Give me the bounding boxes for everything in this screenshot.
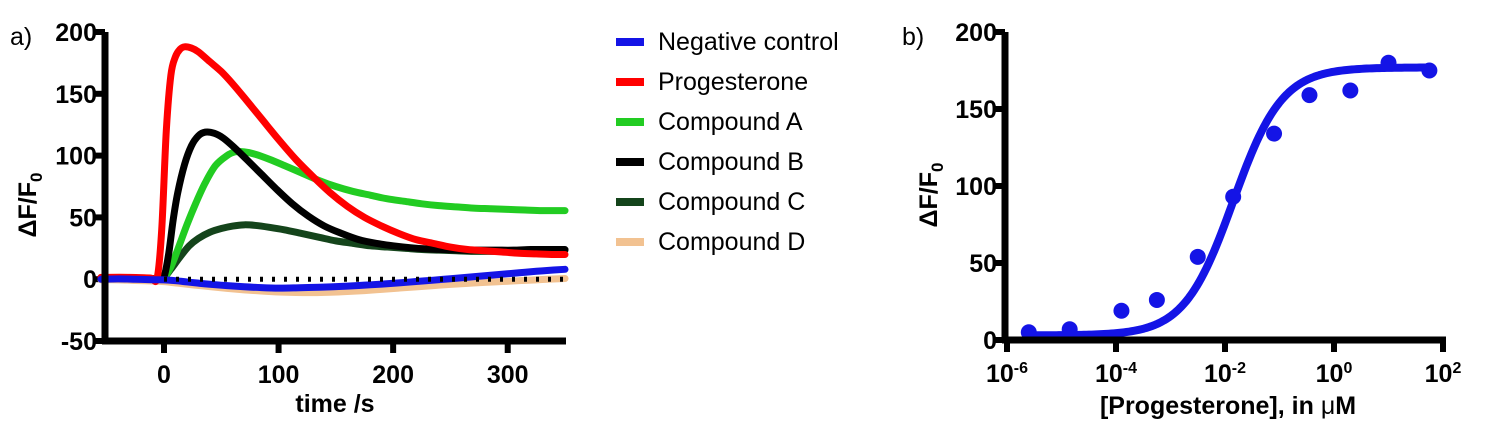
panel-b-xlabel-post: M — [1335, 392, 1356, 420]
legend-label: Compound D — [658, 227, 806, 256]
panel-b-xlabel-mu: μ — [1321, 392, 1335, 420]
panel-a-traces — [97, 43, 569, 297]
panel-a-y-tick-label: 50 — [69, 204, 97, 232]
panel-a-x-tick-label: 100 — [258, 361, 300, 389]
legend-item: Negative control — [616, 22, 900, 62]
legend-item: Compound D — [616, 222, 900, 262]
legend-swatch-icon — [616, 198, 644, 206]
legend-item: Progesterone — [616, 62, 900, 102]
legend-swatch-icon — [616, 38, 644, 46]
legend-label: Compound A — [658, 107, 803, 136]
panel-b-data-point — [1380, 54, 1397, 71]
panel-b-data-point — [1189, 248, 1206, 265]
legend-swatch-icon — [616, 78, 644, 86]
panel-b-data-point — [1061, 321, 1078, 338]
panel-b-x-tick-label: 102 — [1425, 360, 1462, 388]
panel-b-x-tick-label: 10-4 — [1095, 360, 1137, 388]
panel-b-ylabel-sub: 0 — [928, 163, 947, 172]
panel-b-x-tick-exponent: -2 — [1232, 360, 1246, 377]
svg-text:ΔF/F0: ΔF/F0 — [14, 173, 46, 238]
panel-b-tick-marks — [993, 29, 1446, 352]
panel-b-x-tick-exponent: -6 — [1014, 360, 1028, 377]
panel-a-tick-marks — [93, 29, 511, 353]
legend-label: Compound B — [658, 147, 804, 176]
legend-swatch-icon — [616, 158, 644, 166]
panel-a-ylabel-sub: 0 — [27, 173, 46, 182]
legend-label: Progesterone — [658, 67, 809, 96]
panel-b-data-point — [1225, 188, 1242, 205]
panel-b-y-tick-label: 150 — [955, 96, 997, 124]
panel-b-x-tick-exponent: -4 — [1123, 360, 1137, 377]
legend-swatch-icon — [616, 118, 644, 126]
panel-a-y-tick-label: 0 — [83, 266, 97, 294]
panel-a-trace — [97, 265, 569, 292]
panel-a-x-tick-label: 0 — [157, 361, 171, 389]
svg-text:ΔF/F0: ΔF/F0 — [915, 163, 947, 228]
panel-b-y-tick-label: 200 — [955, 19, 997, 47]
panel-b-data-points — [1020, 54, 1438, 341]
panel-a-x-tick-label: 200 — [372, 361, 414, 389]
panel-a-x-tick-label: 300 — [487, 361, 529, 389]
panel-a-y-tick-label: 150 — [55, 81, 97, 109]
panel-b-xlabel-pre: [Progesterone], in — [1100, 392, 1321, 420]
panel-b-data-point — [1020, 324, 1037, 341]
panel-b-data-point — [1301, 87, 1318, 104]
panel-b-data-point — [1148, 291, 1165, 308]
panel-b-x-tick-base: 10 — [986, 360, 1014, 388]
panel-a-y-tick-label: 100 — [55, 143, 97, 171]
panel-b-y-axis-title: ΔF/F0 — [915, 163, 947, 228]
panel-b-fit-curve — [1024, 63, 1434, 340]
legend-item: Compound B — [616, 142, 900, 182]
panel-b-x-tick-base: 10 — [1204, 360, 1232, 388]
panel-b-x-axis-title: [Progesterone], in μM — [1100, 392, 1356, 420]
panel-a-trace — [97, 148, 569, 283]
panel-b-x-tick-label: 10-6 — [986, 360, 1028, 388]
panel-b-y-tick-label: 0 — [983, 327, 997, 355]
panel-b-x-tick-exponent: 2 — [1452, 360, 1461, 377]
legend-label: Compound C — [658, 187, 806, 216]
legend-label: Negative control — [658, 27, 839, 56]
panel-b-data-point — [1113, 302, 1130, 319]
panel-b-x-tick-base: 10 — [1095, 360, 1123, 388]
panel-b-letter: b) — [902, 23, 924, 51]
panel-a-y-tick-label: -50 — [61, 328, 97, 356]
panel-b-x-tick-exponent: 0 — [1343, 360, 1352, 377]
panel-a-letter: a) — [10, 23, 32, 51]
panel-b-x-tick-base: 10 — [1425, 360, 1453, 388]
panel-b-x-tick-label: 10-2 — [1204, 360, 1246, 388]
panel-b-data-point — [1421, 62, 1438, 79]
panel-a-y-axis-title: ΔF/F0 — [14, 173, 46, 238]
legend-item: Compound A — [616, 102, 900, 142]
panel-b-fit-curve-group — [1024, 63, 1434, 340]
panel-b-data-point — [1266, 125, 1283, 142]
panel-b-y-tick-label: 50 — [969, 250, 997, 278]
panel-b-y-tick-label: 100 — [955, 173, 997, 201]
panel-b-x-tick-base: 10 — [1316, 360, 1344, 388]
panel-a-x-axis-title: time /s — [295, 390, 374, 418]
panel-a-trace — [97, 43, 569, 286]
panel-a-y-tick-label: 200 — [55, 19, 97, 47]
panel-b-ylabel-main: ΔF/F — [915, 172, 943, 227]
legend-swatch-icon — [616, 238, 644, 246]
panel-b-data-point — [1342, 82, 1359, 99]
panel-a-tick-labels: -50 0 50 100 150 200 0 100 200 300 — [55, 19, 528, 389]
panel-a-ylabel-main: ΔF/F — [14, 182, 42, 237]
legend-item: Compound C — [616, 182, 900, 222]
panel-b-x-tick-label: 100 — [1316, 360, 1353, 388]
